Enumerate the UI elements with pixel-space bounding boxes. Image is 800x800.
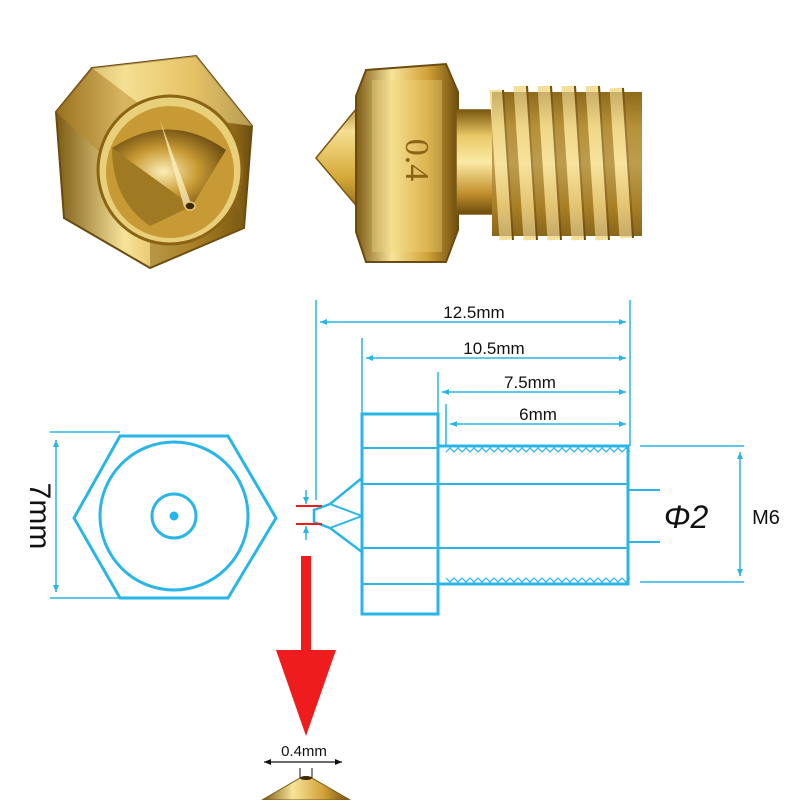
orifice-callout bbox=[276, 490, 336, 736]
dim-label-hex-width: 7mm bbox=[23, 483, 56, 550]
dim-label-hex-to-end: 10.5mm bbox=[463, 339, 524, 358]
extension-lines bbox=[315, 300, 744, 583]
thread-coils bbox=[489, 85, 642, 241]
technical-drawing bbox=[50, 300, 744, 616]
dim-label-thread-size: M6 bbox=[752, 507, 780, 529]
down-arrow-icon bbox=[276, 650, 336, 736]
hex-front-view bbox=[50, 431, 278, 600]
length-dimension-lines bbox=[320, 319, 626, 427]
dim-label-bore-diameter: Φ2 bbox=[664, 499, 709, 535]
nozzle-photo-front bbox=[54, 54, 254, 270]
dim-label-orifice: 0.4mm bbox=[281, 743, 327, 760]
dim-label-thread-length: 6mm bbox=[519, 405, 557, 424]
nozzle-photo-side: 0.4 bbox=[315, 62, 642, 263]
dim-label-neck-to-end: 7.5mm bbox=[504, 373, 556, 392]
dim-label-overall-length: 12.5mm bbox=[443, 303, 504, 322]
nozzle-engraving: 0.4 bbox=[398, 139, 435, 182]
nozzle-tip-detail bbox=[261, 759, 351, 800]
nozzle-side-profile bbox=[312, 412, 660, 616]
